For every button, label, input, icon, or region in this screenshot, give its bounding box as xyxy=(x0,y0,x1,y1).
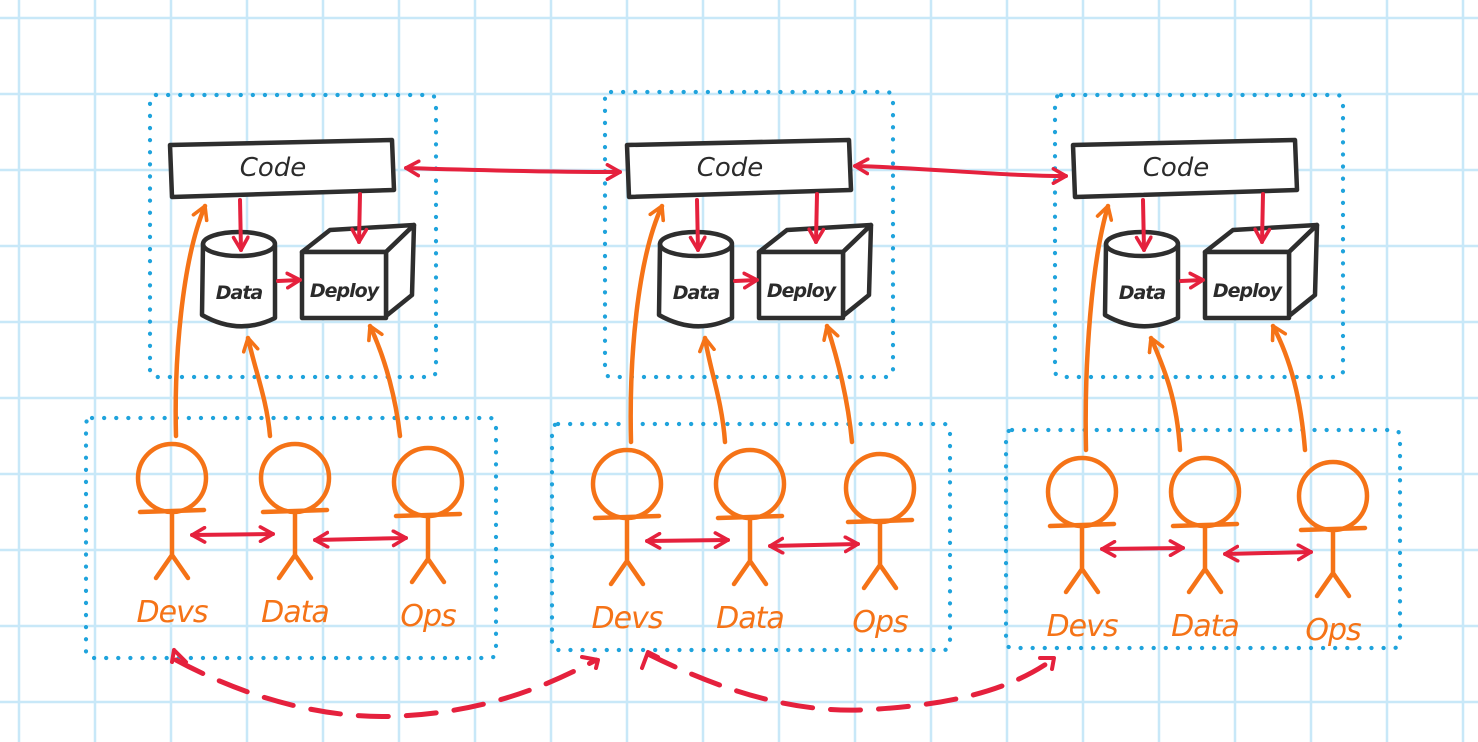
devs-to-code-arrow xyxy=(1083,203,1114,453)
data-to-datastore-arrow xyxy=(241,335,273,439)
cross-team-dashed-arrow-1-2 xyxy=(173,657,599,719)
person-data: Data xyxy=(713,447,787,636)
people-boundary xyxy=(83,415,499,661)
code-to-deploy-arrow xyxy=(807,192,826,244)
deploy-cube-front xyxy=(299,249,389,321)
data-ops-collab-arrow xyxy=(313,529,408,549)
person-head-icon xyxy=(1296,459,1370,533)
system-boundary xyxy=(147,92,439,380)
role-label-data: Data xyxy=(1171,609,1239,644)
code-to-data-arrow xyxy=(1134,198,1153,252)
data-to-deploy-arrow xyxy=(1179,271,1205,290)
role-label-ops: Ops xyxy=(400,599,456,634)
devs-to-code-arrow xyxy=(173,203,209,439)
data-store-cylinder xyxy=(199,241,278,329)
code-to-deploy-arrow xyxy=(350,192,369,244)
person-body-icon xyxy=(731,515,769,587)
person-devs: Devs xyxy=(1045,455,1119,644)
code-label: Code xyxy=(697,153,764,183)
ops-to-deploy-arrow xyxy=(1270,323,1308,453)
code-label: Code xyxy=(1143,153,1210,183)
system-boundary xyxy=(602,89,896,380)
person-head-icon xyxy=(391,445,465,519)
code-to-data-arrow xyxy=(231,198,250,252)
data-store-label: Data xyxy=(216,282,263,304)
devs-data-collab-arrow xyxy=(645,531,730,550)
deploy-cube-front xyxy=(1202,249,1292,321)
person-body-icon xyxy=(1063,523,1101,595)
role-label-devs: Devs xyxy=(1047,609,1118,644)
code-box xyxy=(624,137,854,200)
person-devs: Devs xyxy=(590,447,664,636)
person-body-icon xyxy=(608,515,646,587)
person-body-icon xyxy=(153,509,191,581)
person-body-icon xyxy=(1314,527,1352,599)
people-boundary xyxy=(549,421,953,653)
devs-data-collab-arrow xyxy=(190,525,275,544)
code-label: Code xyxy=(240,153,307,183)
role-label-ops: Ops xyxy=(852,605,908,640)
role-label-ops: Ops xyxy=(1305,613,1361,648)
deploy-label: Deploy xyxy=(310,280,381,302)
code-to-deploy-arrow xyxy=(1253,192,1272,244)
system-boundary xyxy=(1052,92,1346,380)
code-box xyxy=(167,137,397,200)
person-body-icon xyxy=(276,509,314,581)
cross-team-dashed-arrow-2-3-head-left xyxy=(640,650,660,670)
role-label-devs: Devs xyxy=(592,601,663,636)
person-head-icon xyxy=(258,441,332,515)
person-data: Data xyxy=(258,441,332,630)
data-to-deploy-arrow xyxy=(276,271,302,290)
person-body-icon xyxy=(409,513,447,585)
code-to-data-arrow xyxy=(688,198,707,252)
deploy-label: Deploy xyxy=(767,280,838,302)
code-box xyxy=(1070,137,1300,200)
person-ops: Ops xyxy=(1296,459,1370,648)
data-store-cylinder xyxy=(656,241,735,329)
role-label-data: Data xyxy=(261,595,329,630)
data-to-datastore-arrow xyxy=(1147,335,1183,453)
cross-team-dashed-arrow-2-3-head-right xyxy=(1038,656,1056,671)
ops-to-deploy-arrow xyxy=(367,323,403,439)
code-sync-arrow-2-3 xyxy=(853,157,1068,185)
cross-team-dashed-arrow-2-3 xyxy=(645,651,1055,713)
people-boundary xyxy=(1003,427,1403,651)
cross-team-dashed-arrow-1-2-head-right xyxy=(580,655,600,670)
person-head-icon xyxy=(1168,455,1242,529)
role-label-devs: Devs xyxy=(137,595,208,630)
data-store-cylinder xyxy=(1102,241,1181,329)
person-body-icon xyxy=(1186,523,1224,595)
devs-to-code-arrow xyxy=(628,203,666,445)
data-to-datastore-arrow xyxy=(698,335,728,445)
code-sync-arrow-1-2 xyxy=(404,159,622,181)
cross-team-dashed-arrow-1-2-head-left xyxy=(170,648,188,664)
data-to-deploy-arrow xyxy=(733,271,759,290)
person-ops: Ops xyxy=(391,445,465,634)
person-head-icon xyxy=(713,447,787,521)
person-data: Data xyxy=(1168,455,1242,644)
deploy-label: Deploy xyxy=(1213,280,1284,302)
ops-to-deploy-arrow xyxy=(822,323,855,445)
deploy-cube-front xyxy=(756,249,846,321)
person-body-icon xyxy=(861,519,899,591)
data-ops-collab-arrow xyxy=(1223,543,1313,563)
role-label-data: Data xyxy=(716,601,784,636)
person-devs: Devs xyxy=(135,441,209,630)
data-ops-collab-arrow xyxy=(768,535,860,555)
person-ops: Ops xyxy=(843,451,917,640)
devs-data-collab-arrow xyxy=(1100,539,1185,558)
data-store-label: Data xyxy=(673,282,720,304)
data-store-label: Data xyxy=(1119,282,1166,304)
